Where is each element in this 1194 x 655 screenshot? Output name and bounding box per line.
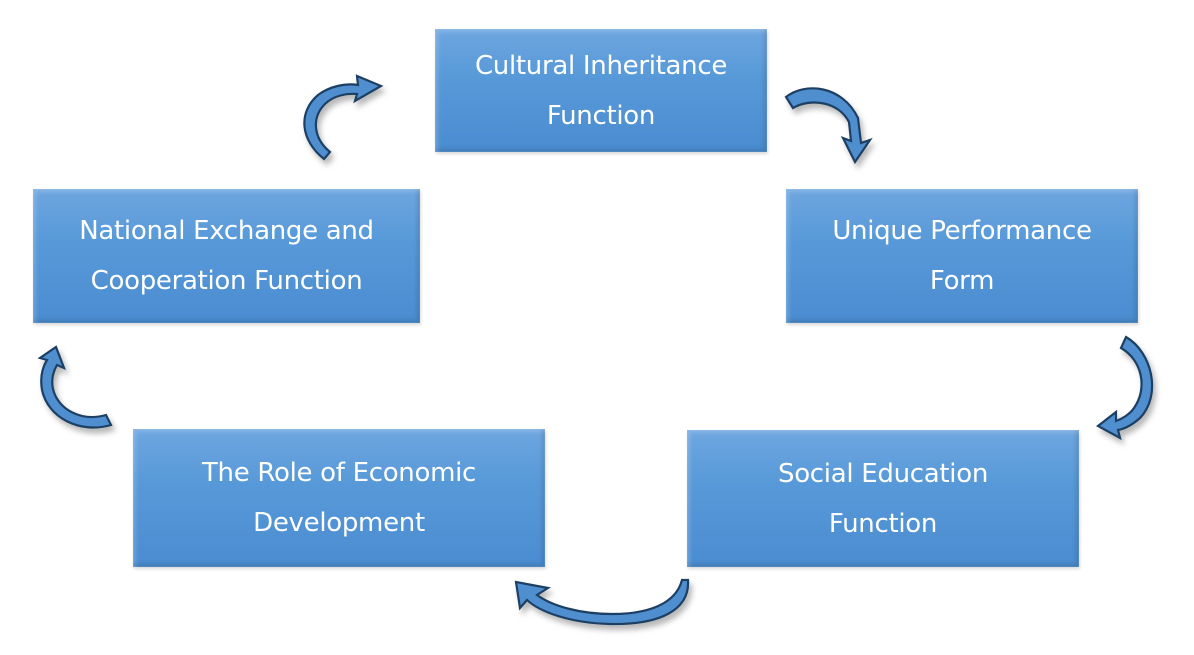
node-unique-performance-form: Unique Performance Form xyxy=(786,189,1138,323)
node-national-exchange-cooperation: National Exchange and Cooperation Functi… xyxy=(33,189,420,323)
curved-arrow-icon-4 xyxy=(37,345,113,429)
node-label: Social Education Function xyxy=(778,458,988,539)
curved-arrow-icon-3 xyxy=(514,578,690,626)
node-label: The Role of Economic Development xyxy=(201,458,477,538)
curved-arrow-icon-5 xyxy=(303,74,384,161)
curved-arrow-icon-2 xyxy=(1095,335,1154,441)
node-label: Cultural Inheritance Function xyxy=(474,50,728,131)
node-label: National Exchange and Cooperation Functi… xyxy=(79,216,374,296)
node-cultural-inheritance-function: Cultural Inheritance Function xyxy=(435,29,767,152)
curved-arrow-icon-1 xyxy=(784,87,873,165)
node-economic-development: The Role of Economic Development xyxy=(133,429,545,567)
node-social-education-function: Social Education Function xyxy=(687,430,1079,567)
node-label: Unique Performance Form xyxy=(832,216,1092,296)
